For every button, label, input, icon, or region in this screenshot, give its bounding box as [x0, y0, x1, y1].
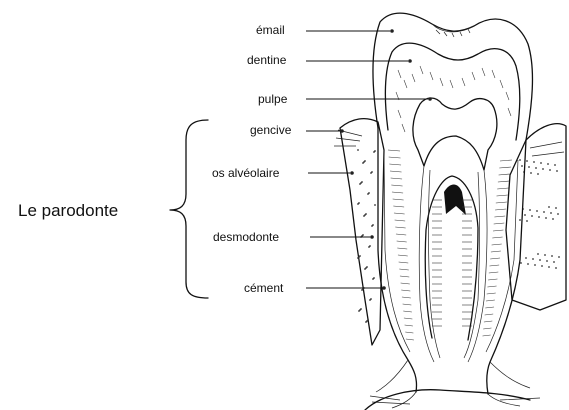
label-os-alveolaire-group: os alvéolaire	[212, 166, 354, 180]
parodonte-label: Le parodonte	[18, 201, 118, 220]
label-gencive-group: gencive	[250, 123, 344, 137]
tooth-illustration	[365, 13, 540, 410]
alveolar-bone-illustration	[334, 119, 566, 345]
parodonte-brace	[170, 120, 208, 298]
label-dentine-group: dentine	[247, 53, 412, 67]
label-desmodonte-group: desmodonte	[213, 230, 374, 244]
dentine-boundary	[385, 43, 519, 140]
label-email: émail	[256, 23, 285, 37]
pulp-chamber	[413, 98, 497, 170]
label-desmodonte: desmodonte	[213, 230, 279, 244]
label-dentine: dentine	[247, 53, 287, 67]
label-os-alveolaire: os alvéolaire	[212, 166, 280, 180]
label-gencive: gencive	[250, 123, 292, 137]
label-cement: cément	[244, 281, 284, 295]
label-pulpe: pulpe	[258, 92, 288, 106]
label-pulpe-group: pulpe	[258, 92, 432, 106]
label-email-group: émail	[256, 23, 394, 37]
